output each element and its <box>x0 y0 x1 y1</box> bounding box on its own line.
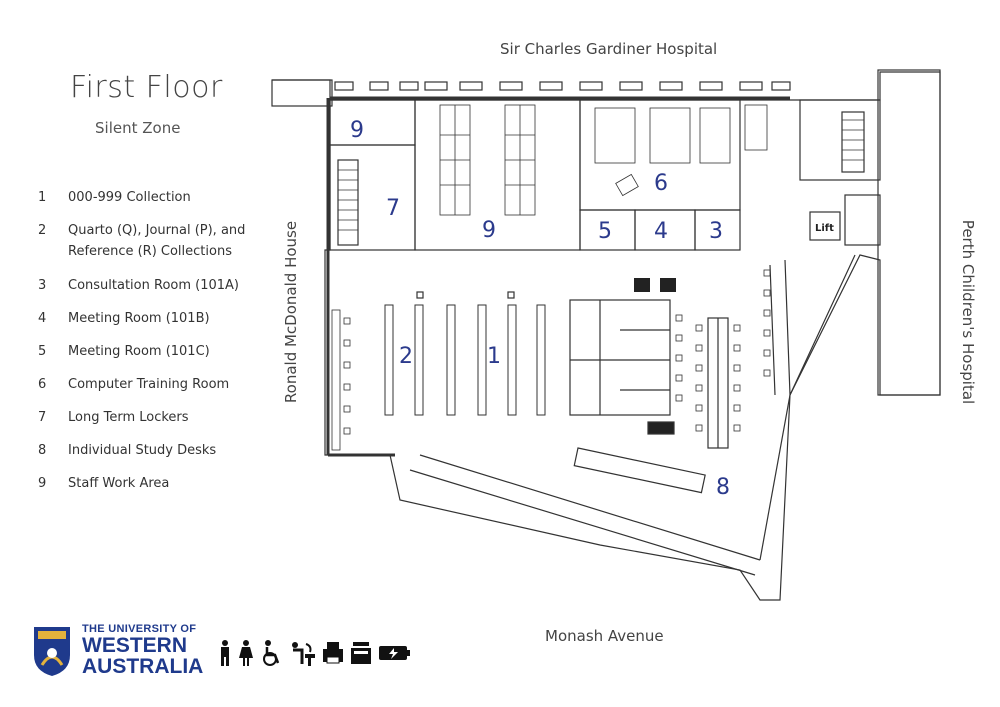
legend-number: 8 <box>38 443 47 458</box>
page-title: First Floor <box>70 70 223 105</box>
room-7 <box>329 144 416 251</box>
legend-number: 7 <box>38 410 47 425</box>
legend-label: Computer Training Room <box>68 377 230 392</box>
facility-icon-key <box>218 640 410 666</box>
legend-number: 2 <box>38 223 47 238</box>
room-label-6[interactable]: 6 <box>654 171 668 196</box>
legend-number: 9 <box>38 476 47 491</box>
room-label-8[interactable]: 8 <box>716 475 730 500</box>
drinking-fountain-icon <box>292 642 315 666</box>
legend: 1 000-999 Collection 2 Quarto (Q), Journ… <box>38 187 278 506</box>
legend-item[interactable]: 4 Meeting Room (101B) <box>38 308 278 329</box>
legend-item[interactable]: 9 Staff Work Area <box>38 473 278 494</box>
zone-subtitle: Silent Zone <box>95 119 181 137</box>
room-label-3[interactable]: 3 <box>709 219 723 244</box>
logo-line-3: AUSTRALIA <box>82 655 204 678</box>
legend-label: Meeting Room (101B) <box>68 311 210 326</box>
logo-line-2: WESTERN <box>82 634 187 657</box>
legend-label: Meeting Room (101C) <box>68 344 210 359</box>
room-label-2[interactable]: 2 <box>399 344 413 369</box>
legend-item[interactable]: 2 Quarto (Q), Journal (P), and Reference… <box>38 220 278 262</box>
east-annex <box>877 69 941 396</box>
room-3 <box>694 209 741 251</box>
legend-number: 1 <box>38 190 47 205</box>
legend-label: Staff Work Area <box>68 476 170 491</box>
staff-desks <box>439 104 536 216</box>
legend-label: 000-999 Collection <box>68 190 191 205</box>
female-toilet-icon <box>239 640 253 666</box>
west-desks <box>331 309 341 451</box>
legend-label: Long Term Lockers <box>68 410 189 425</box>
room-label-5[interactable]: 5 <box>598 219 612 244</box>
legend-label: Quarto (Q), Journal (P), and Reference (… <box>68 223 246 259</box>
top-windows <box>334 81 791 91</box>
room-label-9[interactable]: 9 <box>482 218 496 243</box>
lift-box <box>809 211 841 241</box>
room-label-7[interactable]: 7 <box>386 196 400 221</box>
room-label-4[interactable]: 4 <box>654 219 668 244</box>
shelving <box>384 304 546 416</box>
east-stair <box>799 99 881 181</box>
copier-icon <box>351 642 371 664</box>
legend-number: 4 <box>38 311 47 326</box>
lift-label: Lift <box>815 223 834 234</box>
building-outline <box>272 71 941 601</box>
legend-item[interactable]: 3 Consultation Room (101A) <box>38 275 278 296</box>
accessible-toilet-icon <box>263 640 280 666</box>
room-label-9[interactable]: 9 <box>350 118 364 143</box>
legend-number: 6 <box>38 377 47 392</box>
charging-station <box>647 421 675 435</box>
legend-number: 5 <box>38 344 47 359</box>
training-desks <box>594 104 768 197</box>
south-wall <box>409 454 761 576</box>
crest-icon <box>34 626 70 676</box>
university-logo: THE UNIVERSITY OF WESTERN AUSTRALIA <box>32 624 203 677</box>
legend-item[interactable]: 7 Long Term Lockers <box>38 407 278 428</box>
legend-item[interactable]: 5 Meeting Room (101C) <box>38 341 278 362</box>
charging-station-icon <box>379 646 410 660</box>
legend-item[interactable]: 1 000-999 Collection <box>38 187 278 208</box>
legend-label: Individual Study Desks <box>68 443 217 458</box>
room-9-small <box>329 99 416 146</box>
legend-item[interactable]: 8 Individual Study Desks <box>38 440 278 461</box>
legend-label: Consultation Room (101A) <box>68 278 239 293</box>
legend-number: 3 <box>38 278 47 293</box>
shelf-markers <box>416 291 515 299</box>
legend-item[interactable]: 6 Computer Training Room <box>38 374 278 395</box>
room-label-1[interactable]: 1 <box>487 344 501 369</box>
chairs <box>343 269 771 435</box>
north-annex <box>271 79 333 107</box>
logo-line-1: THE UNIVERSITY OF <box>82 623 197 635</box>
toilet-block <box>569 299 671 416</box>
printer-icon <box>323 642 343 664</box>
street-label-south: Monash Avenue <box>545 627 664 645</box>
east-wall <box>769 259 791 396</box>
street-label-north: Sir Charles Gardiner Hospital <box>500 40 718 58</box>
plan-printers <box>634 278 676 292</box>
male-toilet-icon <box>221 640 229 666</box>
